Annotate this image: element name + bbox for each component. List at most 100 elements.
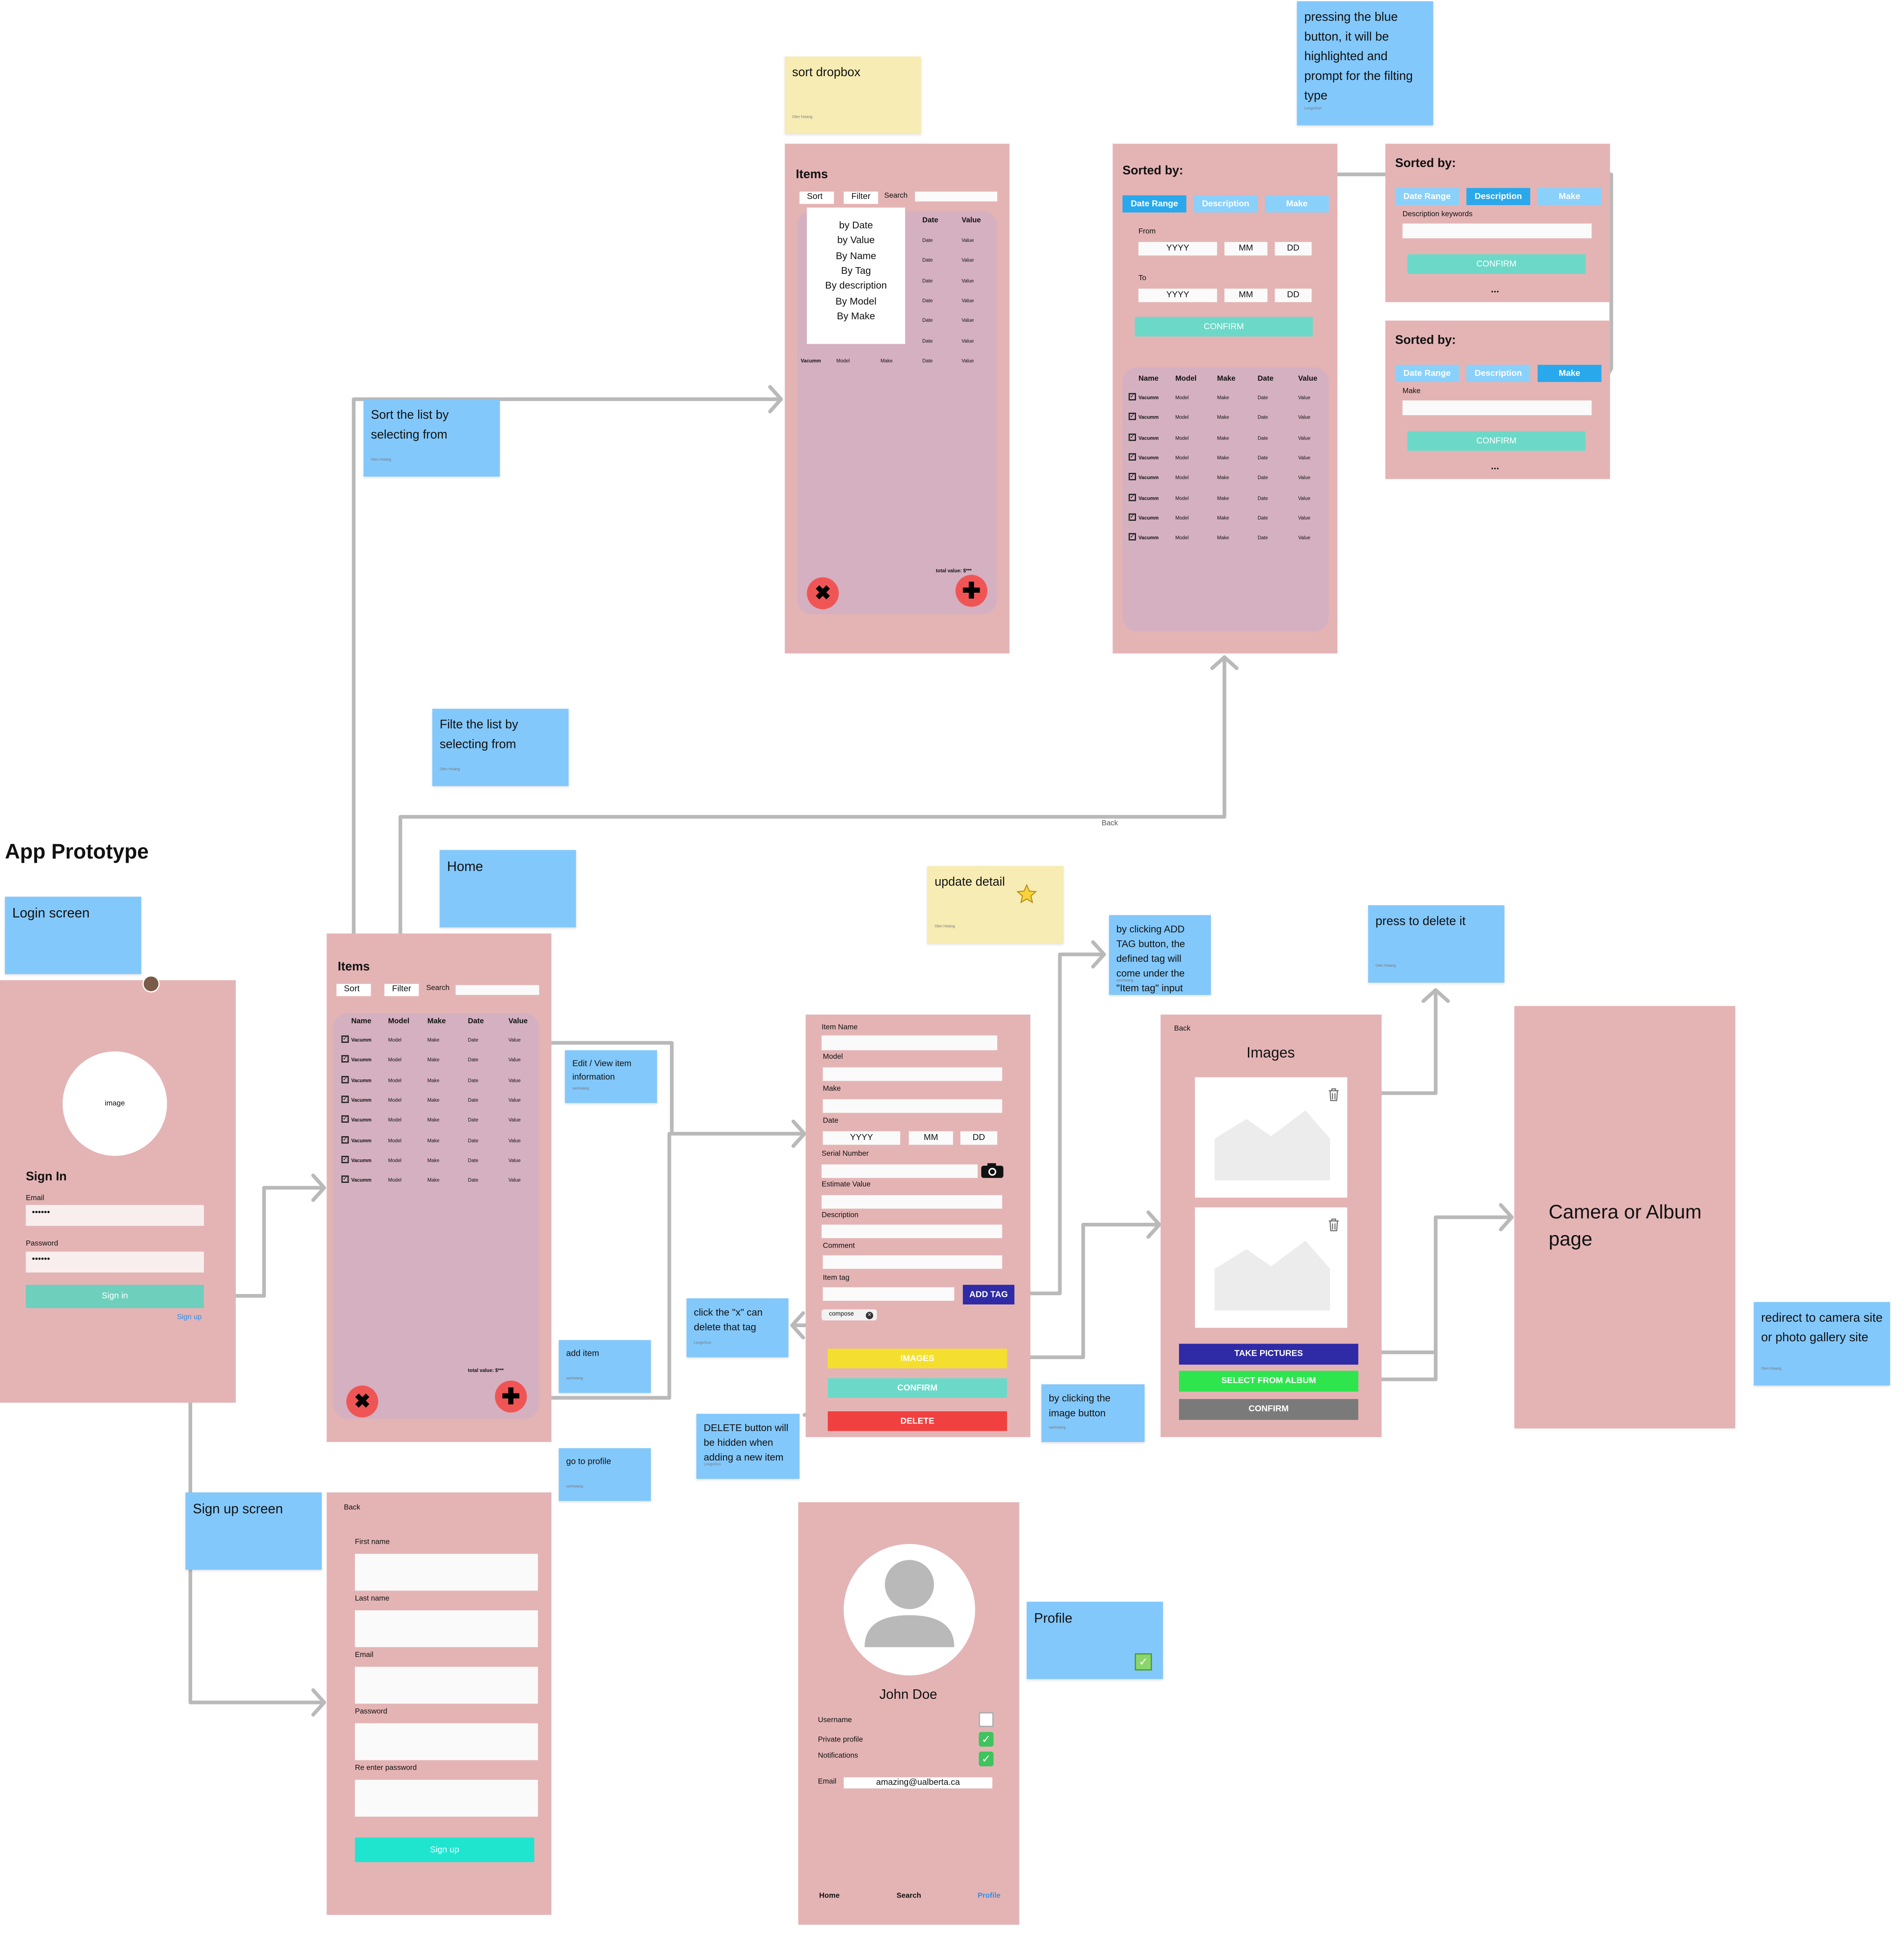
row-checkbox[interactable]: ✓ bbox=[341, 1135, 349, 1143]
from-month-input[interactable]: MM bbox=[1224, 242, 1268, 256]
row-checkbox[interactable]: ✓ bbox=[1128, 413, 1136, 421]
password-input[interactable] bbox=[355, 1723, 538, 1760]
make-input[interactable] bbox=[823, 1099, 1002, 1113]
image-card[interactable] bbox=[1195, 1207, 1348, 1328]
from-year-input[interactable]: YYYY bbox=[1138, 242, 1217, 256]
row-checkbox[interactable]: ✓ bbox=[1128, 453, 1136, 461]
item-tag-input[interactable] bbox=[823, 1287, 954, 1301]
confirm-button[interactable]: CONFIRM bbox=[1135, 317, 1313, 337]
back-button[interactable]: Back bbox=[1174, 1026, 1191, 1033]
model-input[interactable] bbox=[823, 1067, 1002, 1081]
username-checkbox[interactable] bbox=[979, 1712, 994, 1727]
confirm-button[interactable]: CONFIRM bbox=[1407, 254, 1586, 274]
row-checkbox[interactable]: ✓ bbox=[1128, 393, 1136, 400]
notifications-checkbox[interactable]: ✓ bbox=[979, 1751, 994, 1766]
date-day-input[interactable]: DD bbox=[960, 1131, 998, 1145]
back-button[interactable]: Back bbox=[344, 1505, 360, 1512]
row-checkbox[interactable]: ✓ bbox=[341, 1175, 349, 1183]
nav-profile[interactable]: Profile bbox=[977, 1893, 1001, 1901]
tab-make[interactable]: Make bbox=[1537, 365, 1602, 382]
date-year-input[interactable]: YYYY bbox=[823, 1131, 900, 1145]
trash-icon[interactable] bbox=[1327, 1087, 1341, 1102]
tag-chip[interactable]: compose × bbox=[821, 1309, 877, 1320]
row-checkbox[interactable]: ✓ bbox=[341, 1055, 349, 1063]
first-name-input[interactable] bbox=[355, 1553, 538, 1591]
row-checkbox[interactable]: ✓ bbox=[341, 1115, 349, 1123]
estimate-input[interactable] bbox=[821, 1195, 1002, 1209]
nav-search[interactable]: Search bbox=[896, 1893, 922, 1901]
row-checkbox[interactable]: ✓ bbox=[1128, 493, 1136, 501]
dropdown-option[interactable]: By description bbox=[825, 280, 887, 292]
date-month-input[interactable]: MM bbox=[908, 1131, 953, 1145]
row-checkbox[interactable]: ✓ bbox=[1128, 533, 1136, 541]
row-checkbox[interactable]: ✓ bbox=[1128, 433, 1136, 441]
image-card[interactable] bbox=[1195, 1077, 1348, 1198]
nav-home[interactable]: Home bbox=[819, 1893, 840, 1901]
add-item-button[interactable]: ✚ bbox=[955, 575, 988, 607]
dropdown-option[interactable]: By Tag bbox=[841, 265, 871, 276]
take-pictures-button[interactable]: TAKE PICTURES bbox=[1179, 1344, 1358, 1365]
tab-make[interactable]: Make bbox=[1265, 195, 1329, 213]
tab-date-range[interactable]: Date Range bbox=[1395, 188, 1459, 205]
comment-input[interactable] bbox=[823, 1255, 1002, 1269]
signup-button[interactable]: Sign up bbox=[355, 1837, 535, 1862]
dropdown-option[interactable]: by Date bbox=[839, 220, 873, 231]
row-checkbox[interactable]: ✓ bbox=[341, 1156, 349, 1163]
dropdown-option[interactable]: by Value bbox=[837, 235, 875, 246]
reenter-password-input[interactable] bbox=[355, 1780, 538, 1817]
confirm-button[interactable]: CONFIRM bbox=[1407, 431, 1586, 451]
delete-button[interactable]: DELETE bbox=[828, 1411, 1007, 1431]
images-button[interactable]: IMAGES bbox=[828, 1349, 1007, 1368]
row-checkbox[interactable]: ✓ bbox=[341, 1095, 349, 1103]
tab-date-range[interactable]: Date Range bbox=[1395, 365, 1459, 382]
description-input[interactable] bbox=[821, 1225, 1002, 1238]
search-input[interactable] bbox=[455, 985, 539, 995]
signup-link[interactable]: Sign up bbox=[177, 1314, 202, 1322]
tab-date-range[interactable]: Date Range bbox=[1122, 195, 1186, 213]
trash-icon[interactable] bbox=[1327, 1217, 1341, 1232]
email-input[interactable] bbox=[355, 1667, 538, 1704]
tab-description[interactable]: Description bbox=[1466, 188, 1531, 205]
serial-input[interactable] bbox=[821, 1164, 978, 1178]
private-profile-checkbox[interactable]: ✓ bbox=[979, 1732, 994, 1747]
dropdown-option[interactable]: By Make bbox=[837, 310, 875, 322]
add-item-button[interactable]: ✚ bbox=[495, 1381, 527, 1413]
make-input[interactable] bbox=[1402, 400, 1592, 415]
row-checkbox[interactable]: ✓ bbox=[1128, 513, 1136, 521]
item-name-input[interactable] bbox=[821, 1035, 998, 1050]
last-name-input[interactable] bbox=[355, 1610, 538, 1647]
dropdown-option[interactable]: By Name bbox=[836, 250, 877, 261]
close-button[interactable]: ✖ bbox=[807, 577, 839, 610]
close-button[interactable]: ✖ bbox=[346, 1385, 379, 1418]
confirm-button[interactable]: CONFIRM bbox=[828, 1378, 1007, 1398]
signin-button[interactable]: Sign in bbox=[26, 1285, 204, 1308]
email-field[interactable]: •••••• bbox=[26, 1205, 204, 1226]
tab-description[interactable]: Description bbox=[1466, 365, 1531, 382]
tab-make[interactable]: Make bbox=[1537, 188, 1602, 205]
remove-tag-icon[interactable]: × bbox=[866, 1311, 874, 1319]
dropdown-option[interactable]: By Model bbox=[835, 295, 877, 307]
add-tag-button[interactable]: ADD TAG bbox=[963, 1285, 1014, 1305]
row-checkbox[interactable]: ✓ bbox=[341, 1035, 349, 1043]
row-checkbox[interactable]: ✓ bbox=[341, 1075, 349, 1083]
